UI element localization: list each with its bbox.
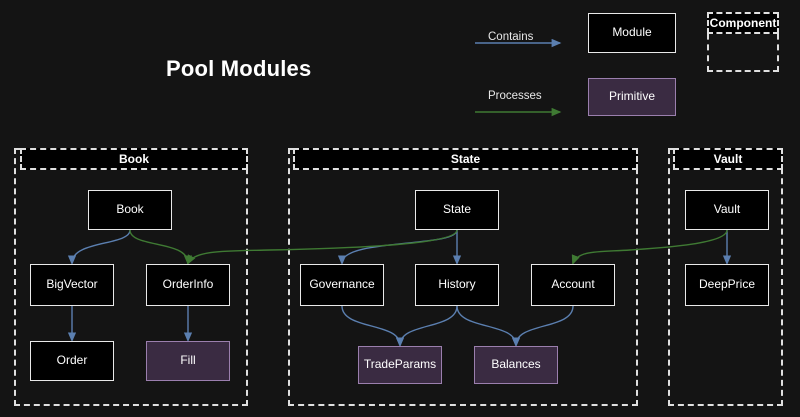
node-order-label: Order xyxy=(56,353,88,368)
page-title: Pool Modules xyxy=(166,56,312,81)
legend-contains-label: Contains xyxy=(488,31,534,43)
node-account[interactable]: Account xyxy=(531,264,615,306)
legend-arrow-icons xyxy=(475,38,562,117)
node-vault-label: Vault xyxy=(713,202,741,217)
node-history[interactable]: History xyxy=(415,264,499,306)
node-fill-label: Fill xyxy=(180,353,196,368)
node-book-label: Book xyxy=(116,202,144,217)
edge-book-bigvector xyxy=(67,229,131,266)
node-account-label: Account xyxy=(551,277,595,292)
node-governance-label: Governance xyxy=(309,277,375,292)
edge-history-balances xyxy=(456,305,521,348)
legend-component-header: Component xyxy=(707,12,779,34)
legend-primitive-box: Primitive xyxy=(588,78,676,116)
edge-governance-tradeparams xyxy=(341,305,405,348)
legend-component-label: Component xyxy=(709,16,777,30)
node-balances-label: Balances xyxy=(491,357,541,372)
node-tradeparams-label: TradeParams xyxy=(363,357,437,372)
edge-vault-account xyxy=(571,229,728,265)
node-governance[interactable]: Governance xyxy=(300,264,384,306)
edge-account-balances xyxy=(511,305,574,348)
edge-history-tradeparams xyxy=(395,305,458,348)
container-state-header: State xyxy=(293,148,638,170)
node-history-label: History xyxy=(438,277,476,292)
node-balances[interactable]: Balances xyxy=(474,346,558,384)
node-fill[interactable]: Fill xyxy=(146,341,230,381)
node-bigvector-label: BigVector xyxy=(46,277,98,292)
node-orderinfo-label: OrderInfo xyxy=(162,277,214,292)
edge-book-orderinfo xyxy=(129,229,193,266)
node-vault[interactable]: Vault xyxy=(685,190,769,230)
node-order[interactable]: Order xyxy=(30,341,114,381)
node-bigvector[interactable]: BigVector xyxy=(30,264,114,306)
container-state-label: State xyxy=(450,152,481,166)
node-book[interactable]: Book xyxy=(88,190,172,230)
legend-module-label: Module xyxy=(612,25,652,40)
node-deepprice[interactable]: DeepPrice xyxy=(685,264,769,306)
legend-primitive-label: Primitive xyxy=(608,89,655,104)
node-state[interactable]: State xyxy=(415,190,499,230)
legend-module-box: Module xyxy=(588,13,676,53)
container-vault-header: Vault xyxy=(673,148,783,170)
node-orderinfo[interactable]: OrderInfo xyxy=(146,264,230,306)
node-deepprice-label: DeepPrice xyxy=(698,277,756,292)
container-book-label: Book xyxy=(119,152,149,166)
node-tradeparams[interactable]: TradeParams xyxy=(358,346,442,384)
container-book-header: Book xyxy=(20,148,248,170)
legend-processes-label: Processes xyxy=(488,90,542,102)
edge-state-orderinfo xyxy=(187,229,458,265)
node-state-label: State xyxy=(442,202,472,217)
container-vault-label: Vault xyxy=(713,152,743,166)
